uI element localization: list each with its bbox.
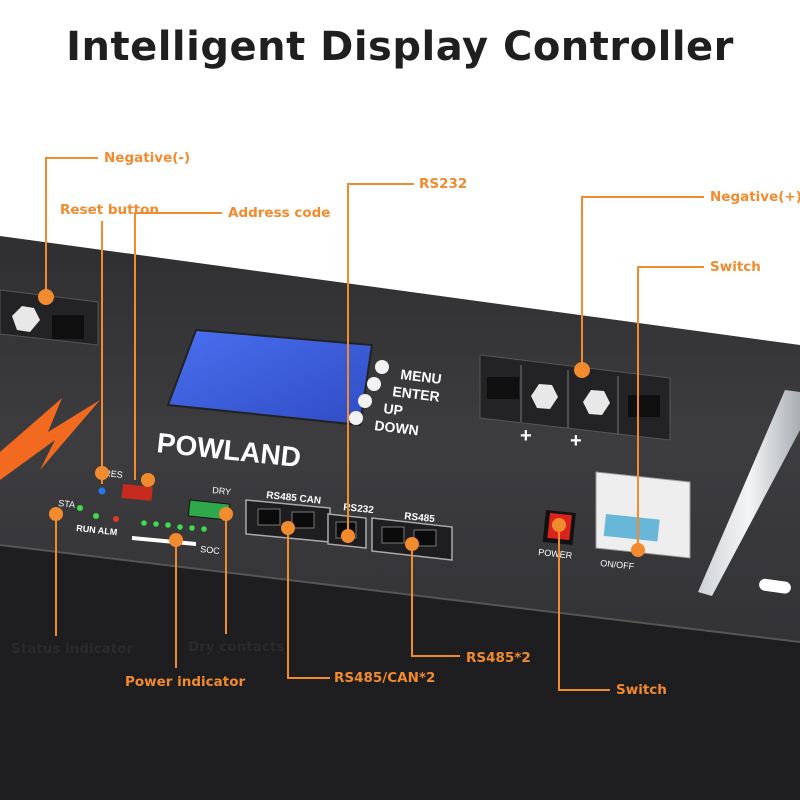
enter-label: ENTER bbox=[392, 383, 441, 405]
right-terminal-hex-2 bbox=[583, 390, 610, 415]
battery-body bbox=[0, 545, 800, 800]
sta-label: STA bbox=[58, 498, 76, 510]
lightning-logo bbox=[0, 398, 100, 480]
leader-negative-plus bbox=[581, 196, 704, 370]
up-label: UP bbox=[383, 400, 404, 418]
leader-dot-switch-top bbox=[631, 543, 645, 557]
callout-reset-button: Reset button bbox=[60, 202, 159, 218]
lcd-display bbox=[166, 328, 374, 427]
callout-rs485-2: RS485*2 bbox=[466, 650, 531, 666]
soc-led-3 bbox=[165, 522, 171, 528]
soc-led-2 bbox=[153, 521, 159, 527]
soc-led-4 bbox=[177, 524, 183, 530]
handle-rail bbox=[698, 390, 800, 596]
rs485-port-a bbox=[381, 526, 405, 544]
right-terminal-hex-1 bbox=[531, 384, 558, 409]
menu-button[interactable] bbox=[375, 360, 389, 374]
leader-dot-dry bbox=[219, 507, 233, 521]
left-terminal-hex bbox=[12, 306, 40, 332]
leader-switch-top bbox=[637, 266, 704, 550]
leader-dot-power bbox=[169, 533, 183, 547]
leader-dot-rs232 bbox=[341, 529, 355, 543]
right-terminal-block bbox=[479, 354, 671, 441]
callout-switch-top: Switch bbox=[710, 259, 761, 275]
leader-dot-negative-plus bbox=[574, 362, 590, 378]
onoff-label: ON/OFF bbox=[600, 558, 635, 572]
power-label: POWER bbox=[538, 547, 573, 561]
callout-rs485-can: RS485/CAN*2 bbox=[334, 670, 436, 686]
mount-slot bbox=[759, 578, 791, 594]
rs485-port-1 bbox=[257, 508, 281, 526]
rs485-port-label: RS485 bbox=[404, 511, 436, 525]
res-label: RES bbox=[104, 468, 123, 480]
right-terminal-socket-left bbox=[487, 377, 519, 399]
breaker-toggle[interactable] bbox=[603, 514, 660, 542]
leader-dot-status bbox=[49, 507, 63, 521]
soc-led-1 bbox=[141, 520, 147, 526]
rs232-port-label: RS232 bbox=[343, 502, 375, 516]
callout-negative-minus: Negative(-) bbox=[104, 150, 191, 166]
down-button[interactable] bbox=[349, 411, 363, 425]
leader-rs485 bbox=[411, 544, 460, 657]
sta-led bbox=[77, 505, 83, 511]
up-button[interactable] bbox=[358, 394, 372, 408]
callout-status-indicator: Status indicator bbox=[11, 641, 134, 657]
reset-button[interactable] bbox=[98, 487, 106, 495]
leader-address bbox=[134, 212, 222, 480]
right-terminal-socket-right bbox=[628, 395, 660, 417]
callout-dry-contacts: Dry contacts bbox=[188, 639, 285, 655]
soc-led-5 bbox=[189, 525, 195, 531]
dry-label: DRY bbox=[212, 485, 232, 497]
address-dip-switch[interactable] bbox=[121, 484, 153, 502]
left-terminal-socket bbox=[52, 315, 84, 339]
enter-button[interactable] bbox=[367, 377, 381, 391]
can-port bbox=[291, 511, 315, 529]
menu-label: MENU bbox=[400, 366, 443, 387]
run-alm-label: RUN ALM bbox=[76, 523, 118, 537]
alm-led bbox=[113, 516, 119, 522]
leader-switch-bottom bbox=[558, 525, 610, 691]
leader-dot-switch-bottom bbox=[552, 518, 566, 532]
soc-label: SOC bbox=[200, 544, 221, 556]
leader-rs232 bbox=[347, 183, 414, 536]
leader-negative-minus bbox=[45, 157, 98, 297]
callout-address-code: Address code bbox=[228, 205, 331, 221]
plus-label-1: + bbox=[520, 425, 532, 447]
callout-rs232: RS232 bbox=[419, 176, 468, 192]
leader-dot-rs485 bbox=[405, 537, 419, 551]
run-led bbox=[93, 513, 99, 519]
leader-dot-reset bbox=[95, 466, 109, 480]
callout-switch-bottom: Switch bbox=[616, 682, 667, 698]
panel-bottom-edge bbox=[0, 544, 800, 643]
leader-rs485-can bbox=[287, 528, 330, 679]
leader-dot-negative-minus bbox=[38, 289, 54, 305]
down-label: DOWN bbox=[374, 417, 420, 438]
plus-label-2: + bbox=[570, 430, 582, 452]
leader-dot-address bbox=[141, 473, 155, 487]
soc-led-6 bbox=[201, 526, 207, 532]
page-title: Intelligent Display Controller bbox=[66, 24, 734, 70]
callout-negative-plus: Negative(+) bbox=[710, 189, 800, 205]
callout-power-indicator: Power indicator bbox=[125, 674, 246, 690]
leader-dot-rs485-can bbox=[281, 521, 295, 535]
